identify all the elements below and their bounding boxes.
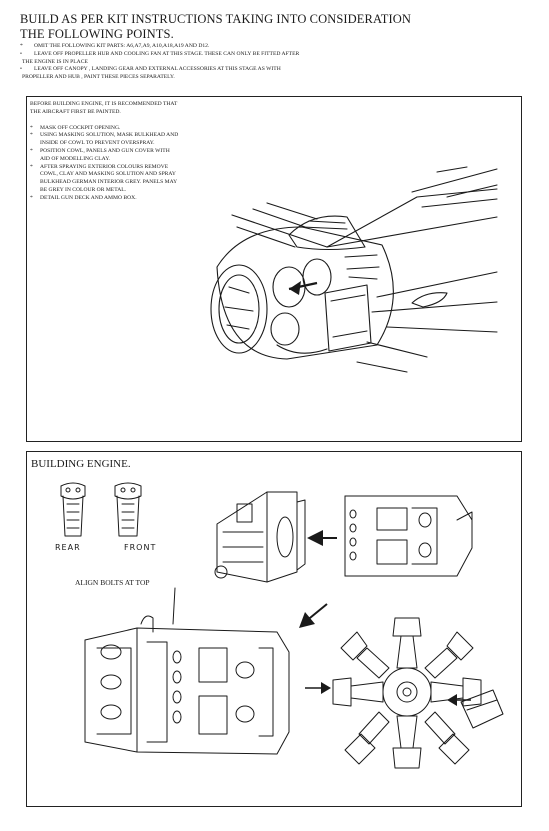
painting-preparation-panel: BEFORE BUILDING ENGINE, IT IS RECOMMENDE… xyxy=(26,96,522,442)
align-note: ALIGN BOLTS AT TOP xyxy=(75,578,150,587)
fit-arrow-icon xyxy=(288,281,318,295)
heading-line-1: BUILD AS PER KIT INSTRUCTIONS TAKING INT… xyxy=(20,12,411,26)
building-engine-panel: BUILDING ENGINE. REAR FRONT ALIGN BOLTS … xyxy=(26,451,522,807)
building-engine-title: BUILDING ENGINE. xyxy=(31,458,131,470)
list-item: *USING MASKING SOLUTION, MASK BULKHEAD A… xyxy=(30,132,179,147)
list-item: *MASK OFF COCKPIT OPENING. xyxy=(30,124,121,131)
front-label: FRONT xyxy=(124,543,157,552)
list-item: *DETAIL GUN DECK AND AMMO BOX. xyxy=(30,194,137,201)
list-item: • LEAVE OFF PROPELLER HUB AND COOLING FA… xyxy=(20,50,300,65)
left-arrow-icon xyxy=(447,694,471,706)
down-arrow-icon xyxy=(299,603,328,628)
preparation-intro: BEFORE BUILDING ENGINE, IT IS RECOMMENDE… xyxy=(30,101,178,115)
list-item: • LEAVE OFF CANOPY , LANDING GEAR AND EX… xyxy=(20,66,281,81)
rear-label: REAR xyxy=(55,543,81,552)
engine-module-icon xyxy=(344,495,473,577)
aircraft-nose-illustration xyxy=(210,166,498,373)
front-cylinder-icon xyxy=(114,482,142,537)
list-item: *AFTER SPRAYING EXTERIOR COLOURS REMOVE … xyxy=(30,163,177,193)
assembled-engine-icon xyxy=(84,587,290,755)
rear-cylinder-icon xyxy=(60,482,86,537)
bulkhead-assembly-icon xyxy=(214,491,306,583)
points-list: * OMIT THE FOLLOWING KIT PARTS: A6,A7,A9… xyxy=(20,43,540,82)
list-item: *POSITION COWL, PANELS AND GUN COVER WIT… xyxy=(30,147,170,162)
list-item: * OMIT THE FOLLOWING KIT PARTS: A6,A7,A9… xyxy=(20,43,210,49)
small-part-icon xyxy=(460,689,504,729)
insert-arrow-icon xyxy=(307,530,337,546)
radial-engine-icon xyxy=(332,617,482,769)
instructions-heading: BUILD AS PER KIT INSTRUCTIONS TAKING INT… xyxy=(20,12,411,42)
engine-assembly-illustration xyxy=(60,482,504,769)
heading-line-2: THE FOLLOWING POINTS. xyxy=(20,27,174,41)
preparation-text: BEFORE BUILDING ENGINE, IT IS RECOMMENDE… xyxy=(30,101,180,203)
right-arrow-icon xyxy=(305,682,331,694)
